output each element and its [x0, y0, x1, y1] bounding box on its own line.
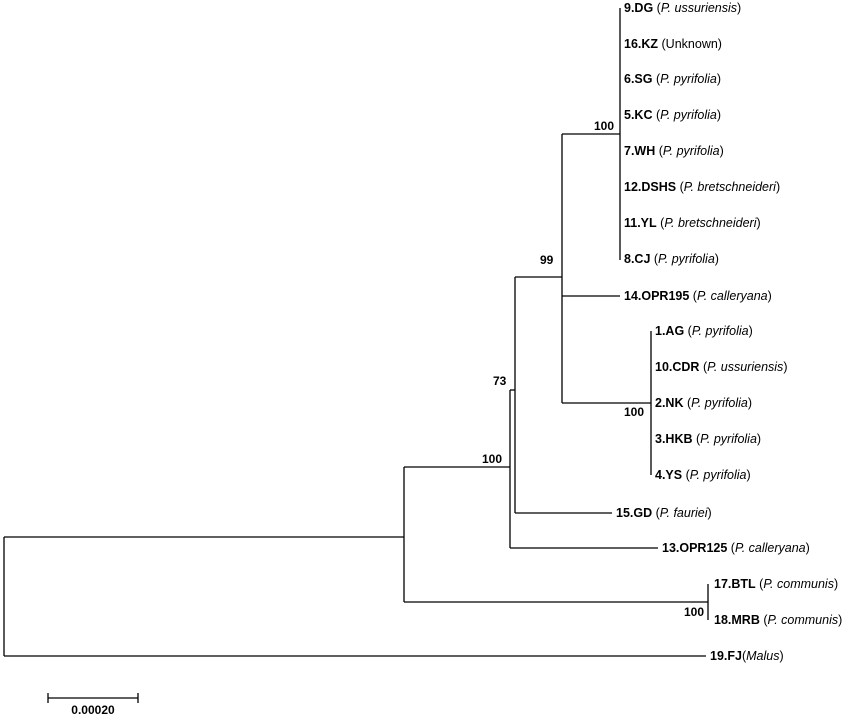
leaf-label: 15.GD (P. fauriei): [616, 506, 712, 520]
leaf-label: 8.CJ (P. pyrifolia): [624, 252, 719, 266]
leaf-label: 4.YS (P. pyrifolia): [655, 468, 751, 482]
bootstrap-label: 100: [482, 452, 502, 466]
leaf-label: 16.KZ (Unknown): [624, 37, 722, 51]
bootstrap-label: 100: [594, 119, 614, 133]
bootstrap-label: 100: [684, 605, 704, 619]
leaf-label: 3.HKB (P. pyrifolia): [655, 432, 761, 446]
leaf-label: 5.KC (P. pyrifolia): [624, 108, 721, 122]
leaf-labels: 9.DG (P. ussuriensis) 16.KZ (Unknown) 6.…: [616, 1, 842, 663]
leaf-label: 2.NK (P. pyrifolia): [655, 396, 752, 410]
leaf-label: 14.OPR195 (P. calleryana): [624, 289, 772, 303]
leaf-label: 19.FJ(Malus): [710, 649, 784, 663]
bootstrap-label: 100: [624, 405, 644, 419]
leaf-label: 13.OPR125 (P. calleryana): [662, 541, 810, 555]
bootstrap-values: 100 99 73 100 100 100: [482, 119, 704, 619]
leaf-label: 1.AG (P. pyrifolia): [655, 324, 753, 338]
leaf-label: 10.CDR (P. ussuriensis): [655, 360, 787, 374]
bootstrap-label: 99: [540, 253, 554, 267]
leaf-label: 6.SG (P. pyrifolia): [624, 72, 721, 86]
bootstrap-label: 73: [493, 374, 507, 388]
leaf-label: 18.MRB (P. communis): [714, 613, 842, 627]
leaf-label: 11.YL (P. bretschneideri): [624, 216, 761, 230]
tree-branches: [3, 8, 709, 657]
scale-bar: 0.00020: [47, 693, 139, 717]
scale-bar-label: 0.00020: [71, 703, 115, 717]
leaf-label: 7.WH (P. pyrifolia): [624, 144, 724, 158]
leaf-label: 17.BTL (P. communis): [714, 577, 838, 591]
leaf-label: 9.DG (P. ussuriensis): [624, 1, 741, 15]
leaf-label: 12.DSHS (P. bretschneideri): [624, 180, 780, 194]
